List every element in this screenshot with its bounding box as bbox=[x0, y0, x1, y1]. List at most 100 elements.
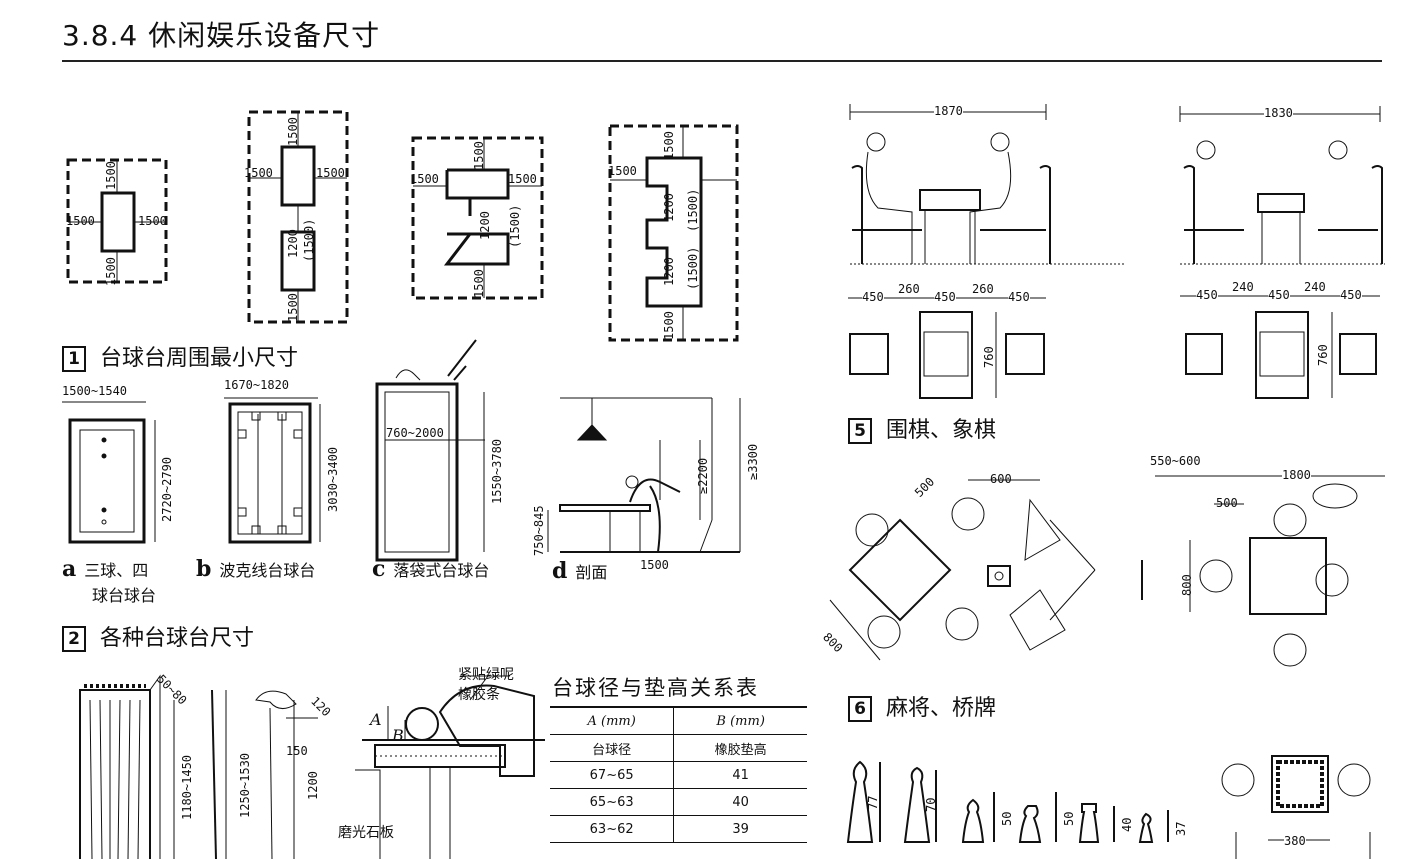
mahjong-plan-2 bbox=[1141, 475, 1385, 667]
cell: 40 bbox=[673, 788, 807, 816]
dim-label: (1500) bbox=[686, 188, 700, 232]
dim-label: 450 bbox=[1008, 290, 1030, 304]
table-title: 台球径与垫高关系表 bbox=[552, 676, 759, 700]
dim-label: 600 bbox=[990, 472, 1012, 486]
subfig-letter: a bbox=[62, 556, 77, 582]
dim-label: B bbox=[392, 726, 404, 745]
dim-label: 1830 bbox=[1264, 106, 1293, 120]
chess-elevation-2 bbox=[1179, 106, 1385, 265]
dim-label: 500 bbox=[1216, 496, 1238, 510]
cell: 65~63 bbox=[550, 788, 675, 816]
figure-number: 1 bbox=[62, 346, 86, 372]
table-row: 65~63 40 bbox=[550, 788, 807, 816]
dim-label: ≥3300 bbox=[746, 443, 760, 480]
dim-label: 1500 bbox=[662, 311, 676, 340]
caption-text: 围棋、象棋 bbox=[886, 418, 997, 443]
cell: 41 bbox=[673, 761, 807, 789]
cue-rack bbox=[79, 674, 318, 859]
cell: 67~65 bbox=[550, 761, 675, 789]
table-b-plan bbox=[224, 397, 321, 544]
dim-label: 1200 bbox=[286, 229, 300, 258]
dim-label: 1500 bbox=[410, 172, 439, 186]
cushion-note: 紧贴绿呢 bbox=[458, 667, 514, 683]
subfig-text: 三球、四 bbox=[84, 561, 149, 580]
dim-label: 1200 bbox=[662, 257, 676, 286]
cell: 39 bbox=[673, 815, 807, 843]
table-head-row: A (mm) B (mm) bbox=[550, 706, 807, 735]
dim-label: 1500 bbox=[286, 293, 300, 322]
dim-label: 1500 bbox=[608, 164, 637, 178]
dim-label: 1500 bbox=[104, 161, 118, 190]
dim-label: 1870 bbox=[934, 104, 963, 118]
figure-caption-2: 2 各种台球台尺寸 bbox=[62, 620, 254, 652]
chess-plan-2 bbox=[1180, 295, 1380, 399]
figure-number: 6 bbox=[848, 696, 872, 722]
dim-label: 450 bbox=[1196, 288, 1218, 302]
table-a-plan bbox=[62, 401, 156, 544]
dim-label: 760~2000 bbox=[386, 426, 444, 440]
figure-caption-6: 6 麻将、桥牌 bbox=[848, 690, 996, 722]
subfig-letter: d bbox=[552, 558, 568, 584]
dim-label: 760 bbox=[1316, 344, 1330, 366]
dim-label: 1200 bbox=[306, 771, 320, 800]
dim-label: 450 bbox=[934, 290, 956, 304]
table-c-plan bbox=[375, 339, 485, 562]
dim-label: 1500 bbox=[640, 558, 669, 572]
dim-label: 1180~1450 bbox=[180, 754, 194, 820]
dim-label: 50 bbox=[1000, 811, 1014, 826]
subfig-text: 剖面 bbox=[575, 563, 608, 582]
caption-text: 台球台周围最小尺寸 bbox=[100, 346, 299, 371]
dim-label: 450 bbox=[1268, 288, 1290, 302]
subfig-letter: b bbox=[196, 556, 212, 582]
dim-label: 1500~1540 bbox=[62, 384, 128, 398]
clearance-plan-1 bbox=[66, 158, 168, 284]
clearance-plan-4 bbox=[608, 124, 739, 342]
figure-number: 5 bbox=[848, 418, 872, 444]
cushion-section bbox=[355, 675, 545, 859]
mahjong-plan-1 bbox=[829, 479, 1096, 661]
dim-label: 1500 bbox=[138, 214, 167, 228]
dim-label: 550~600 bbox=[1150, 454, 1201, 468]
caption-text: 各种台球台尺寸 bbox=[100, 626, 255, 651]
col-subhead: 橡胶垫高 bbox=[673, 734, 807, 762]
figure-caption-1: 1 台球台周围最小尺寸 bbox=[62, 340, 298, 372]
table-row: 63~62 39 bbox=[550, 815, 807, 843]
dim-label: 1800 bbox=[1282, 468, 1311, 482]
cushion-note: 橡胶条 bbox=[458, 687, 500, 703]
subfig-b: b 波克线台球台 bbox=[196, 556, 315, 582]
dim-label: 1670~1820 bbox=[224, 378, 290, 392]
caption-text: 麻将、桥牌 bbox=[886, 696, 997, 721]
col-head: B (mm) bbox=[673, 706, 807, 735]
dim-label: 260 bbox=[972, 282, 994, 296]
dim-label: 1200 bbox=[662, 193, 676, 222]
figure-number: 2 bbox=[62, 626, 86, 652]
chess-pieces bbox=[846, 760, 1169, 843]
dim-label: 77 bbox=[866, 795, 880, 810]
chess-plan-1 bbox=[848, 297, 1046, 399]
dim-label: 150 bbox=[286, 744, 308, 758]
relation-table: A (mm) B (mm) 台球径 橡胶垫高 67~65 41 65~63 40… bbox=[550, 706, 807, 843]
dim-label: 1500 bbox=[286, 117, 300, 146]
dim-label: 800 bbox=[1180, 574, 1194, 596]
col-subhead: 台球径 bbox=[550, 734, 675, 762]
dim-label: 1500 bbox=[508, 172, 537, 186]
subfig-text: 波克线台球台 bbox=[219, 561, 316, 580]
dim-label: 70 bbox=[924, 797, 938, 812]
dim-label: 1250~1530 bbox=[238, 752, 252, 818]
bridge-table bbox=[1221, 755, 1371, 859]
dim-label: 380 bbox=[1284, 834, 1306, 848]
dim-label: 1500 bbox=[662, 131, 676, 160]
dim-label: 450 bbox=[1340, 288, 1362, 302]
figure-caption-5: 5 围棋、象棋 bbox=[848, 412, 996, 444]
dim-label: 240 bbox=[1304, 280, 1326, 294]
title-rule bbox=[62, 60, 1382, 62]
dim-label: 450 bbox=[862, 290, 884, 304]
col-head: A (mm) bbox=[550, 706, 675, 735]
clearance-plan-2 bbox=[247, 110, 349, 324]
dim-label: 40 bbox=[1120, 817, 1134, 832]
dim-label: A bbox=[370, 710, 382, 729]
dim-label: ≥2200 bbox=[696, 457, 710, 494]
dim-label: 1500 bbox=[472, 141, 486, 170]
table-row: 67~65 41 bbox=[550, 761, 807, 789]
subfig-letter: c bbox=[372, 556, 386, 582]
